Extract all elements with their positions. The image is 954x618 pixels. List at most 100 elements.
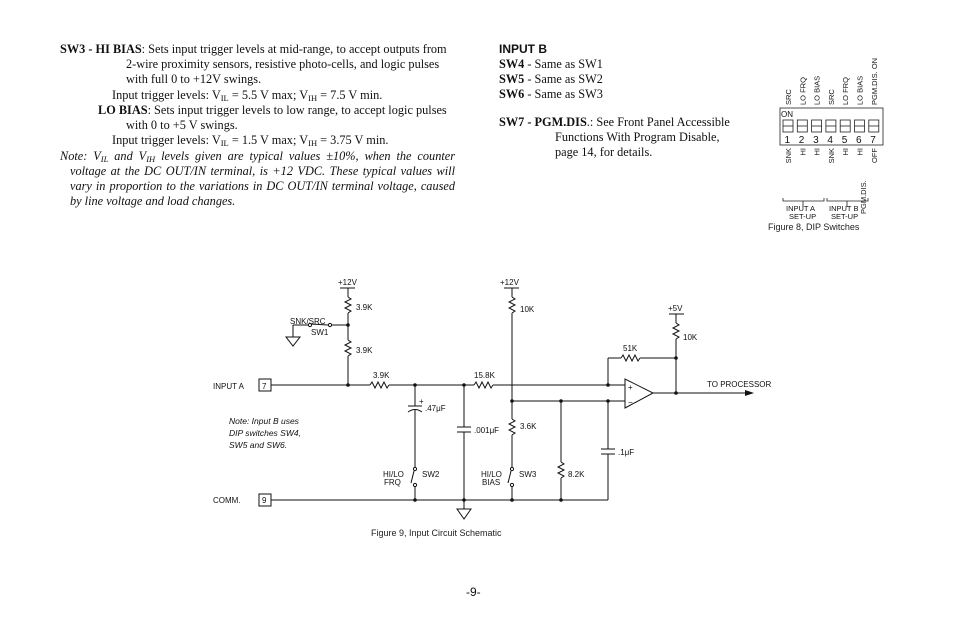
dip-number-7: 7 — [870, 135, 876, 146]
lo-bias-levels: Input trigger levels: VIL = 1.5 V max; V… — [112, 133, 389, 148]
ground-icon — [284, 336, 302, 347]
dip-bottom-label-3: HI — [813, 148, 822, 156]
junction-dot — [413, 498, 417, 502]
c-047-label: .47μF — [425, 404, 446, 413]
levels-text: = 5.5 V max; V — [228, 88, 309, 102]
dip-top-label-4: SRC — [827, 89, 836, 105]
sub-ih: IH — [308, 93, 318, 103]
comm-label: COMM. — [213, 496, 241, 505]
group-a-bracket — [782, 198, 825, 207]
switch-contact — [412, 466, 418, 472]
resistor-3-9k-top — [343, 296, 353, 314]
v12-label-b: +12V — [500, 278, 520, 287]
switch-contact — [412, 482, 418, 488]
dip-number-4: 4 — [827, 135, 833, 146]
sw3-line1: HI/LO — [481, 470, 502, 479]
dip-switch-body — [779, 107, 884, 146]
output-label: TO PROCESSOR — [707, 380, 772, 389]
sw3-hi-bias-line2: 2-wire proximity sensors, resistive phot… — [126, 57, 440, 71]
sub-ih: IH — [308, 138, 318, 148]
input-b-heading: INPUT B — [499, 42, 547, 56]
sub-ih: IH — [146, 154, 156, 164]
v12-label-a: +12V — [338, 278, 358, 287]
pgm-dis-label: PGM.DIS. — [859, 180, 868, 214]
note-text: levels given are typical values ±10%, wh… — [70, 149, 455, 208]
dip-top-label-5: LO FRQ — [841, 77, 850, 105]
levels-text: = 3.75 V min. — [317, 133, 389, 147]
voltage-note: Note: VIL and VIH levels given are typic… — [60, 149, 455, 209]
sw3-hi-bias-label: SW3 - HI BIAS — [60, 42, 142, 56]
sw2-line1: HI/LO — [383, 470, 404, 479]
opamp-minus: − — [628, 398, 633, 407]
dip-number-5: 5 — [842, 135, 848, 146]
resistor-3-9k-bottom — [343, 339, 353, 357]
sw7-text: .: See Front Panel Accessible — [586, 115, 730, 129]
schematic-note-line3: SW5 and SW6. — [229, 440, 287, 450]
sw1-top-label: SNK/SRC — [290, 317, 326, 326]
dip-bottom-label-6: HI — [856, 148, 865, 156]
dip-number-1: 1 — [785, 135, 791, 146]
schematic-note-line1: Note: Input B uses — [229, 416, 300, 426]
sw7-line3: page 14, for details. — [555, 145, 653, 159]
c-0001-label: .001μF — [474, 426, 499, 435]
switch-contact — [307, 322, 313, 328]
sw3-line2: BIAS — [482, 478, 500, 487]
ground-icon — [456, 508, 472, 520]
dip-top-label-1: SRC — [784, 89, 793, 105]
input-a-pin: 7 — [262, 382, 267, 391]
sw4-label: SW4 — [499, 57, 525, 71]
schematic-note-line2: DIP switches SW4, — [229, 428, 301, 438]
dip-number-3: 3 — [813, 135, 819, 146]
levels-text: Input trigger levels: V — [112, 133, 221, 147]
comm-pin: 9 — [262, 496, 267, 505]
sw7-line2: Functions With Program Disable, — [555, 130, 720, 144]
sub-il: IL — [220, 93, 229, 103]
capacitor-plate-curved — [407, 409, 423, 413]
r-pulldown-label: 3.9K — [356, 346, 373, 355]
dip-top-label-7: PGM.DIS. ON — [870, 58, 879, 105]
page-number: -9- — [466, 585, 481, 599]
dip-bottom-label-4: SNK — [827, 148, 836, 163]
sw2-label: SW2 — [422, 470, 440, 479]
junction-dot — [674, 391, 678, 395]
r-82k-label: 8.2K — [568, 470, 585, 479]
sw2-blade — [410, 470, 415, 484]
sub-il: IL — [220, 138, 229, 148]
r-10k-a-label: 10K — [520, 305, 535, 314]
cap-plus: + — [419, 397, 424, 406]
figure9-caption: Figure 9, Input Circuit Schematic — [371, 528, 502, 538]
sw3-hi-bias-line3: with full 0 to +12V swings. — [126, 72, 262, 86]
input-a-label: INPUT A — [213, 382, 245, 391]
resistor-51k — [620, 353, 641, 363]
group-b-label-line1: INPUT B — [829, 204, 858, 213]
sw3-label: SW3 — [519, 470, 537, 479]
junction-dot — [559, 498, 563, 502]
r-36k-label: 3.6K — [520, 422, 537, 431]
dip-number-2: 2 — [799, 135, 805, 146]
group-a-label-line2: SET-UP — [789, 212, 816, 220]
group-b-label-line2: SET-UP — [831, 212, 858, 220]
resistor-10k-b — [671, 322, 681, 340]
v5-label: +5V — [668, 304, 683, 313]
dip-bottom-label-7: OFF — [870, 148, 879, 163]
opamp-plus: + — [628, 383, 633, 392]
r-158-label: 15.8K — [474, 371, 496, 380]
sw1-label: SW1 — [311, 328, 329, 337]
lo-bias-line1: LO BIAS: Sets input trigger levels to lo… — [98, 103, 447, 118]
lo-bias-line2: with 0 to +5 V swings. — [126, 118, 238, 132]
dip-top-label-3: LO BIAS — [813, 76, 822, 105]
r-series-label: 3.9K — [373, 371, 390, 380]
resistor-3-6k — [507, 418, 517, 436]
sw1-blade — [310, 323, 329, 326]
group-a-label-line1: INPUT A — [786, 204, 815, 213]
sw4-text: - Same as SW1 — [524, 57, 603, 71]
comparator-opamp — [624, 378, 655, 409]
switch-contact — [327, 322, 333, 328]
sw6-text: - Same as SW3 — [524, 87, 603, 101]
output-arrow-icon — [745, 390, 754, 396]
hi-bias-levels: Input trigger levels: VIL = 5.5 V max; V… — [112, 88, 382, 103]
resistor-8-2k — [556, 461, 566, 479]
sw7-label: SW7 - PGM.DIS — [499, 115, 587, 129]
